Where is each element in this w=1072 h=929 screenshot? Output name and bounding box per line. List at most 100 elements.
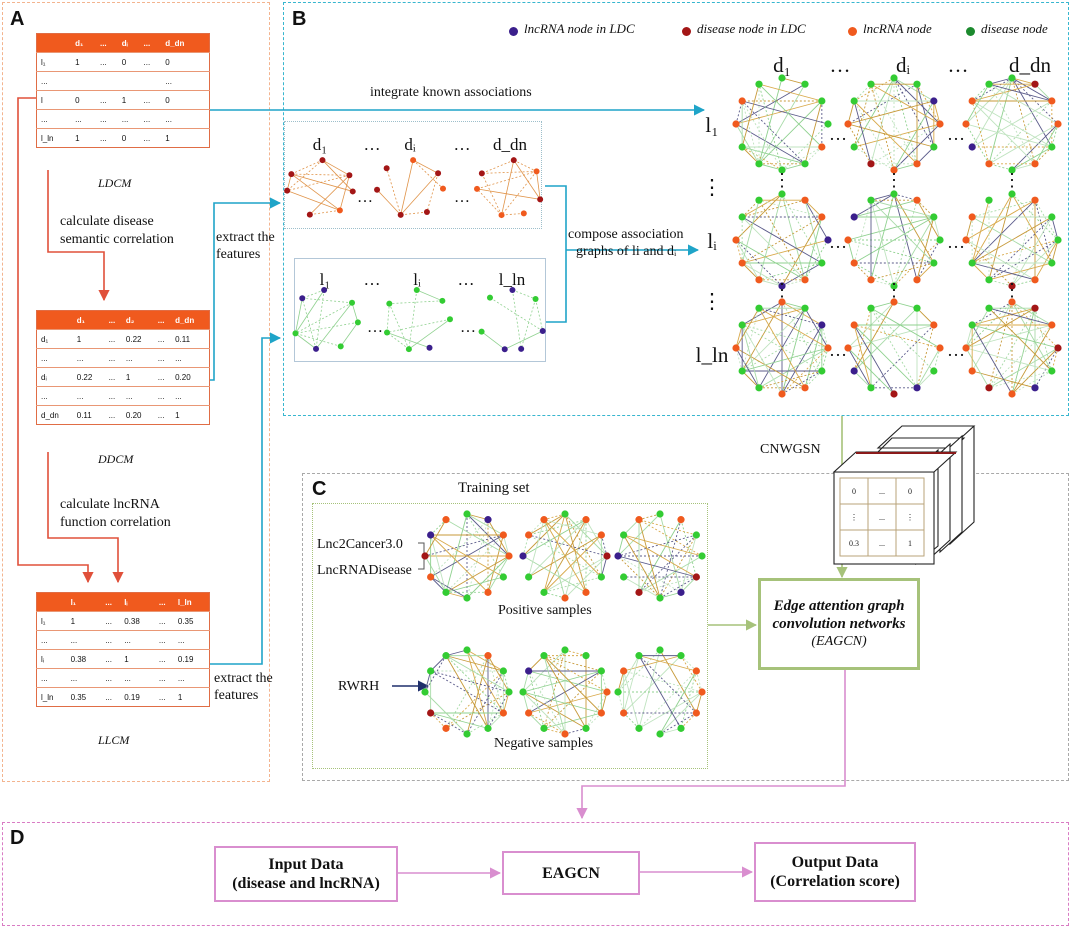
graph-edge	[445, 513, 468, 593]
graph-node	[936, 344, 944, 352]
graph-edge	[543, 519, 587, 593]
graph-edge	[623, 534, 661, 599]
graph-edge	[1011, 77, 1036, 164]
graph-edge	[847, 100, 855, 125]
graph-node	[582, 516, 590, 524]
graph-node	[1048, 143, 1056, 151]
ldcm-header-cell	[36, 33, 72, 53]
db-lnc2cancer: Lnc2Cancer3.0	[317, 537, 403, 552]
graph-node	[620, 531, 628, 539]
graph-node	[890, 190, 898, 198]
graph-node	[824, 236, 832, 244]
ldcm-cell: l_ln	[36, 128, 72, 148]
graph-edge	[445, 655, 504, 672]
llcm-header-cell: l_ln	[173, 592, 210, 612]
graph-node	[818, 97, 826, 105]
positive-sample-graph	[421, 510, 513, 602]
graph-edge	[376, 189, 401, 216]
graph-edge	[893, 77, 935, 102]
ldcm-cell: 1	[117, 90, 140, 110]
graph-edge	[600, 555, 608, 578]
grid-col-label-4: d_dn	[1009, 53, 1052, 77]
graph-edge	[466, 513, 489, 521]
graph-edge	[847, 216, 934, 241]
graph-edge	[893, 77, 935, 148]
graph-edge	[659, 670, 697, 735]
ldcm-cell: 0	[117, 52, 140, 72]
graph-node	[597, 573, 605, 581]
graph-edge	[291, 173, 353, 192]
graph-edge	[893, 216, 935, 287]
grid-v-ellipsis-4: ⋮	[885, 280, 903, 300]
graph-edge	[741, 200, 760, 264]
graph-edge	[487, 655, 510, 693]
graph-node	[427, 709, 435, 717]
graph-edge	[445, 534, 504, 593]
graph-edge	[638, 655, 697, 714]
llcm-cell: ...	[120, 630, 155, 650]
lnc-feature-graph	[478, 287, 546, 353]
graph-edge	[476, 188, 541, 200]
graph-edge	[445, 519, 510, 557]
graph-edge	[965, 347, 1052, 372]
graph-node	[597, 709, 605, 717]
ddcm-cell: 1	[171, 405, 210, 425]
graph-edge	[741, 370, 760, 389]
graph-edge	[758, 199, 822, 218]
llcm-cell: ...	[154, 668, 174, 688]
graph-edge	[564, 555, 608, 599]
graph-edge	[528, 712, 545, 729]
graph-node	[540, 724, 548, 732]
association-graph	[844, 298, 944, 398]
graph-node	[614, 552, 622, 560]
graph-edge	[416, 289, 443, 302]
training-set-label: Training set	[458, 480, 530, 496]
ldcm-cell: l₁	[36, 52, 72, 72]
disease-feature-graph	[284, 157, 356, 218]
grid-v-ellipsis-5: ⋮	[1003, 280, 1021, 300]
graph-node	[738, 321, 746, 329]
graph-edge	[965, 324, 1052, 349]
graph-edge	[617, 649, 661, 693]
disease-graph-label-1: …	[364, 135, 381, 154]
graph-edge	[870, 200, 895, 287]
graph-edge	[870, 193, 895, 201]
association-graph	[844, 190, 944, 290]
arrow-ldcm-to-ddcm	[47, 170, 110, 302]
graph-edge	[971, 199, 1036, 264]
grid-col-label-3: …	[948, 53, 969, 77]
graph-edge	[426, 173, 439, 213]
graph-edge	[1034, 83, 1053, 102]
graph-edge	[522, 691, 602, 714]
arrow-ddcm-to-llcm	[47, 452, 124, 584]
graph-edge	[430, 712, 489, 729]
graph-edge	[386, 332, 410, 350]
eagcn-title-line1: Edge attention graph	[773, 598, 905, 614]
graph-edge	[522, 555, 587, 593]
graph-edge	[870, 84, 895, 171]
ldcm-cell: 0	[161, 52, 210, 72]
graph-edge	[528, 649, 566, 714]
ldcm-cell: 1	[71, 52, 96, 72]
graph-edge	[988, 216, 1053, 281]
graph-node	[732, 120, 740, 128]
graph-edge	[988, 347, 1059, 389]
graph-node	[519, 688, 527, 696]
graph-edge	[854, 324, 941, 349]
llcm-caption: LLCM	[98, 733, 130, 747]
ldcm-cell: ...	[95, 90, 118, 110]
graph-node	[499, 573, 507, 581]
graph-edge	[972, 239, 1059, 264]
graph-edge	[291, 173, 350, 176]
graph-edge	[781, 301, 806, 309]
graph-edge	[543, 519, 566, 599]
ddcm-cell: ...	[104, 386, 122, 406]
tensor-cell-3: ⋮	[850, 513, 858, 522]
llcm-header-cell	[36, 592, 67, 612]
graph-node	[677, 724, 685, 732]
graph-node	[499, 667, 507, 675]
graph-node	[540, 652, 548, 660]
graph-edge	[988, 100, 1053, 165]
